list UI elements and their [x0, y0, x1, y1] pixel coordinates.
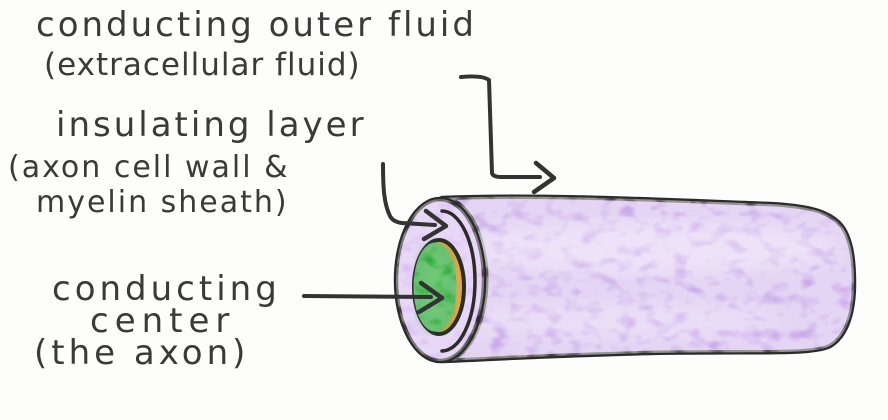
outer-fluid-connector [459, 74, 542, 179]
inner-rim-line [440, 209, 477, 353]
insulating-layer-connector [381, 162, 437, 227]
conducting-center-label-line3: (the axon) [34, 333, 250, 373]
insulating-layer-right-arrow-icon [421, 208, 449, 242]
outer-fluid-label-line2: (extracellular fluid) [44, 47, 361, 83]
cylinder-body [439, 194, 857, 364]
insulating-layer-label-line1: insulating layer [56, 105, 367, 145]
conducting-center-connector [302, 294, 433, 299]
end-face-ring [393, 196, 487, 364]
conducting-center-right-arrow-icon [416, 280, 445, 315]
insulating-layer-label-line2: (axon cell wall & [8, 150, 290, 185]
core-pencil-texture [413, 242, 457, 332]
outer-fluid-right-arrow-icon [531, 160, 557, 195]
conducting-center-label-line1: conducting [52, 269, 281, 309]
body-pencil-texture [442, 196, 854, 361]
insulating-layer-label-line3: myelin sheath) [36, 185, 289, 220]
conducting-center-label-line2: center [90, 301, 236, 341]
outer-fluid-label-line1: conducting outer fluid [36, 5, 477, 45]
axon-core [412, 238, 466, 336]
